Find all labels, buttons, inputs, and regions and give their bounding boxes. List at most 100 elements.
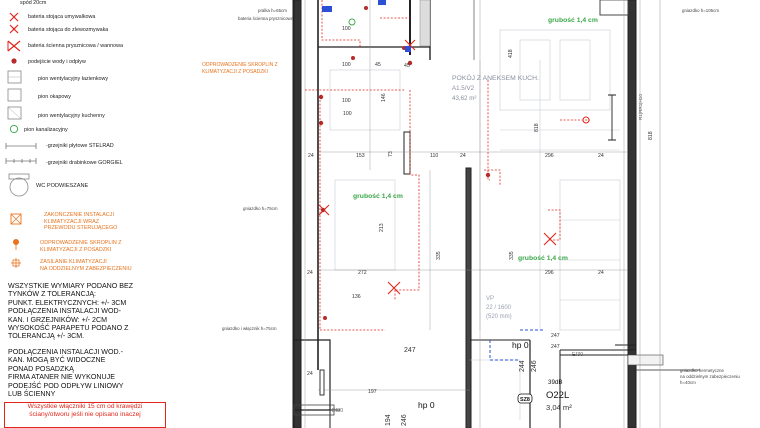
dim-bottom-8: 24 (307, 371, 313, 377)
legend-item-pion-kanalizacyjny: pion kanalizacyjny (24, 127, 68, 133)
furniture-outlines (329, 29, 621, 420)
legend-item-odprowadzenie: ODPROWADZENIE SKROPLIN Z KLIMATYZACJI Z … (40, 240, 122, 253)
dim-side-3: 213 (379, 223, 385, 232)
pralka-note: pralka h=65cm (258, 8, 287, 13)
sz-badge (517, 393, 533, 404)
legend-item-podejscie: podejście wody i odpływ (28, 59, 86, 65)
dim-side-1: 818 (534, 123, 540, 132)
tolerance-note: WSZYSTKIE WYMIARY PODANO BEZ TYNKÓW Z TO… (8, 282, 134, 341)
dim-mid-7: 24 (598, 153, 604, 159)
dim-mid-1: 100 (343, 111, 352, 117)
hermetic-note-1: gniazdko hermetyczne (680, 368, 724, 373)
red-installation-lines (305, 0, 590, 331)
wall-center (465, 167, 472, 428)
legend-item-pion-kuchenny: pion wentylacyjny kuchenny (38, 113, 105, 119)
vp-label-2: 22 / 1600 (486, 305, 512, 311)
dim-side-7: 335 (509, 251, 515, 260)
thickness-mid: grubość 1,4 cm (353, 193, 403, 200)
hp-label-1: hp 0 (512, 340, 529, 350)
legend-item-zasilanie: ZASILANIE KLIMATYZACJI NA ODDZIELNYM ZAB… (40, 259, 132, 272)
dim-side-5: 136 (352, 294, 361, 300)
bateria-umywalkowa-icon (9, 12, 19, 22)
walls (292, 0, 700, 428)
dim-bottom-6: 244 (519, 360, 526, 372)
bateria-scienna-icon (7, 40, 21, 52)
dim-bottom-4: 194 (385, 414, 392, 426)
dim-side-6: 335 (436, 251, 442, 260)
dim-side-8: 296 (545, 270, 554, 276)
bathroom-fixture (419, 0, 431, 47)
vp-label-1: VP (486, 296, 494, 302)
dim-side-2: 646 (293, 223, 299, 232)
green-pipes (348, 18, 356, 26)
room-area: 43,62 m² (452, 95, 476, 102)
dim-top-4: 45 (404, 63, 410, 69)
room-code: A1.5/V2 (452, 85, 475, 92)
skropliny-note-1: ODPROWADZENIE SKROPLIN Z (202, 62, 278, 68)
dim-side-4: 272 (358, 270, 367, 276)
room-name: POKÓJ Z ANEKSEM KUCH. (452, 73, 539, 82)
legend-item-grzejnik-drabinkowy: -grzejniki drabinkowe GORGIEL (46, 160, 123, 166)
dim-mid-2: 73 (388, 151, 394, 157)
hermetic-note-2: na oddzielnym zabezpieczeniu (680, 374, 740, 379)
dim-mid-6: 24 (308, 153, 314, 159)
bottom-db: 39dB (548, 379, 562, 386)
dim-mid-8: 24 (460, 153, 466, 159)
bateria-x-2 (387, 281, 401, 295)
dim-bottom-3: 197 (368, 389, 377, 395)
zakonczenie-icon (10, 213, 22, 225)
dim-bottom-2: 247 (551, 344, 560, 350)
dim-mid-3: 153 (356, 153, 365, 159)
thickness-right: grubość 1,4 cm (518, 255, 568, 262)
dim-bottom-7: 246 (531, 360, 538, 372)
odprowadzenie-icon (13, 239, 19, 250)
blue-lines (489, 329, 545, 361)
legend-top-label: spód 20cm (20, 0, 47, 6)
dim-top-1: 100 (342, 62, 351, 68)
dim-side-0: 418 (508, 49, 514, 58)
dim-top-2: 45 (375, 62, 381, 68)
dim-mid-0: 146 (381, 93, 387, 102)
legend-item-pion-lazienkowy: pion wentylacyjny łazienkowy (38, 76, 109, 82)
socket-note-left-1: gniazdko h=75cm (243, 206, 278, 211)
legend-item-grzejnik-plytowy: -grzejniki płytowe STELRAD (46, 143, 114, 149)
blue-symbols (322, 0, 411, 52)
sz-mark: SZ8 (520, 397, 530, 403)
installation-note: PODŁĄCZENIA INSTALACJI WOD.- KAN. MOGĄ B… (8, 348, 124, 399)
dim-mid-4: 110 (430, 153, 438, 159)
socket-note-top-right: gniazdko h=105cm (682, 8, 719, 13)
ei-label-2: EI30 (332, 408, 343, 414)
ei-label-1: EI30 (572, 352, 583, 358)
socket-note-left-2: gniazdko i włącznik h=75cm (222, 326, 277, 331)
pion-kuchenny-icon (7, 106, 22, 120)
connection-dots (318, 6, 590, 320)
dim-bottom-0: 247 (404, 347, 416, 354)
hermetic-note-3: h=40cm (680, 380, 696, 385)
dim-top-0: 100 (342, 26, 351, 32)
legend-item-zakonczenie: ZAKOŃCZENIE INSTALACJI KLIMATYZACJI WRAZ… (44, 212, 118, 231)
hp-label-2: hp 0 (418, 400, 435, 410)
skropliny-note-2: KLIMATYZACJI Z POSADZKI (202, 69, 268, 75)
grzejnik-drabinkowy-icon (5, 158, 37, 164)
wc-icon (8, 173, 30, 197)
dim-top-3: 100 (342, 98, 351, 104)
grzejnik-plytowy-icon (5, 143, 37, 149)
bateria-prysznic-note: bateria ścienna prysznicowa (238, 16, 294, 21)
vp-label-3: (520 mm) (486, 314, 512, 320)
dim-bottom-1: 247 (551, 333, 560, 339)
legend-item-wc: WC PODWIESZANE (36, 183, 89, 189)
svg-text:R1|RR1|H10: R1|RR1|H10 (638, 94, 643, 120)
legend-item-pion-okapowy: pion okapowy (38, 94, 71, 100)
pion-lazienkowy-icon (7, 70, 22, 84)
dim-texts: 100 100 45 100 45 146 100 73 153 110 296… (293, 26, 654, 426)
legend-item-bateria-scienna: bateria ścienna prysznicowa / wannowa (28, 43, 123, 49)
bateria-x-3 (543, 232, 557, 246)
legend-panel: spód 20cm bateria stojąca umywalkowa bat… (0, 0, 168, 428)
bottom-area: 3,04 m² (546, 403, 572, 412)
dim-bottom-10: 24 (598, 270, 604, 276)
podejscie-icon (11, 58, 17, 64)
dimension-lines (304, 0, 641, 428)
column-mid (403, 131, 411, 175)
dim-right-vertical: 818 (648, 131, 654, 140)
